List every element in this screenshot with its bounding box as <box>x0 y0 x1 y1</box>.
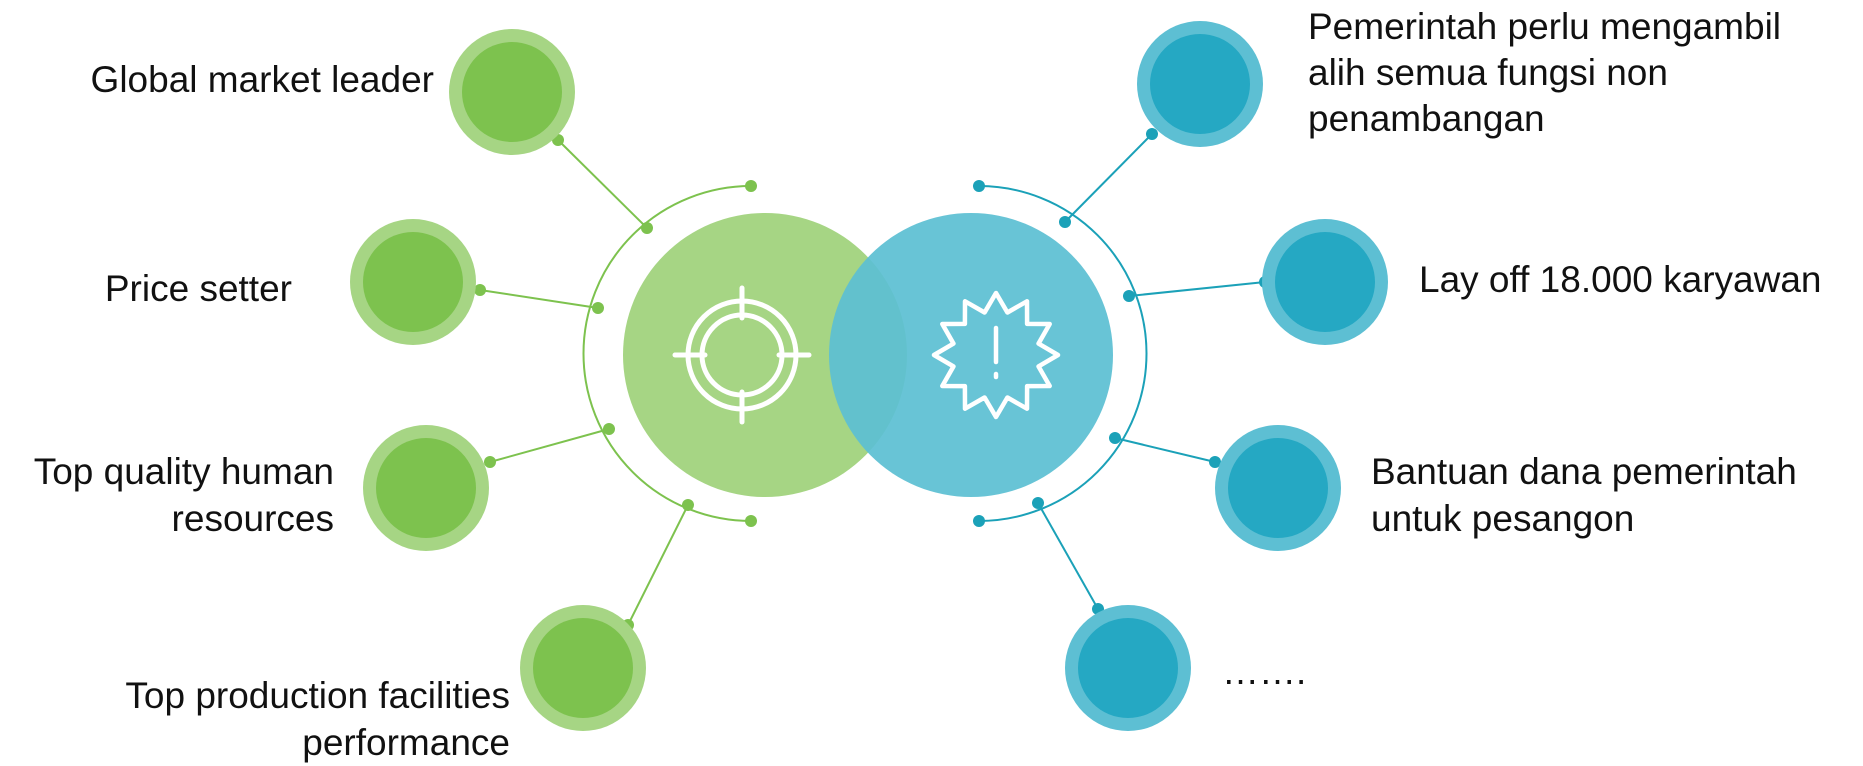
label-line: untuk pesangon <box>1371 498 1635 539</box>
center-blue-circle <box>829 213 1113 497</box>
label-line: Pemerintah perlu mengambil <box>1308 6 1782 47</box>
left-label-3: Top quality human resources <box>34 448 334 542</box>
right-nodes <box>1065 21 1388 731</box>
left-arc <box>582 185 752 522</box>
label-line: Lay off 18.000 karyawan <box>1419 259 1822 300</box>
label-line: Global market leader <box>90 59 434 100</box>
left-nodes <box>350 29 646 731</box>
label-line: resources <box>171 498 334 539</box>
connector-left-1 <box>557 139 648 229</box>
dot <box>682 499 694 511</box>
label-line: Top quality human <box>33 451 334 492</box>
node-right-3 <box>1215 425 1341 551</box>
dot <box>1123 290 1135 302</box>
connector-left-3 <box>489 428 610 463</box>
dot <box>592 302 604 314</box>
dot <box>474 284 486 296</box>
dot <box>745 515 757 527</box>
alert-burst-icon <box>931 290 1061 420</box>
left-label-1: Global market leader <box>91 56 434 103</box>
dot <box>973 180 985 192</box>
right-arc <box>978 185 1148 522</box>
center-green-circle <box>623 213 907 497</box>
target-crosshair-icon <box>672 285 812 425</box>
dot <box>1146 128 1158 140</box>
dot <box>1109 432 1121 444</box>
left-label-4: Top production facilities performance <box>125 672 510 766</box>
label-line: alih semua fungsi non <box>1308 52 1668 93</box>
right-label-3: Bantuan dana pemerintah untuk pesangon <box>1371 448 1797 542</box>
left-label-2: Price setter <box>105 265 292 312</box>
dot <box>1032 497 1044 509</box>
right-label-1: Pemerintah perlu mengambil alih semua fu… <box>1308 4 1781 142</box>
node-left-3 <box>363 425 489 551</box>
label-line: Price setter <box>104 268 292 309</box>
dot <box>484 456 496 468</box>
left-connector-dots <box>474 134 757 631</box>
connector-right-4 <box>1037 502 1099 610</box>
label-line: Top production facilities <box>125 675 510 716</box>
left-connectors <box>479 139 752 626</box>
dot <box>1059 216 1071 228</box>
right-label-4: ……. <box>1222 648 1306 695</box>
node-left-2 <box>350 219 476 345</box>
node-left-1 <box>449 29 575 155</box>
connector-right-2 <box>1128 281 1266 297</box>
dot <box>745 180 757 192</box>
dot <box>973 515 985 527</box>
center-circles <box>623 213 1113 497</box>
right-connectors <box>978 133 1266 610</box>
dot <box>603 423 615 435</box>
connector-right-1 <box>1064 133 1153 223</box>
node-right-1 <box>1137 21 1263 147</box>
label-line: performance <box>302 722 510 763</box>
label-line: ……. <box>1222 651 1307 692</box>
dot <box>641 222 653 234</box>
node-right-2 <box>1262 219 1388 345</box>
node-left-4 <box>520 605 646 731</box>
node-right-4 <box>1065 605 1191 731</box>
right-connector-dots <box>973 128 1271 615</box>
right-label-2: Lay off 18.000 karyawan <box>1419 256 1821 303</box>
connector-left-4 <box>627 504 689 626</box>
connector-left-2 <box>479 289 599 309</box>
label-line: Bantuan dana pemerintah <box>1371 451 1797 492</box>
dot <box>1209 456 1221 468</box>
label-line: penambangan <box>1308 98 1545 139</box>
connector-right-3 <box>1114 437 1216 463</box>
